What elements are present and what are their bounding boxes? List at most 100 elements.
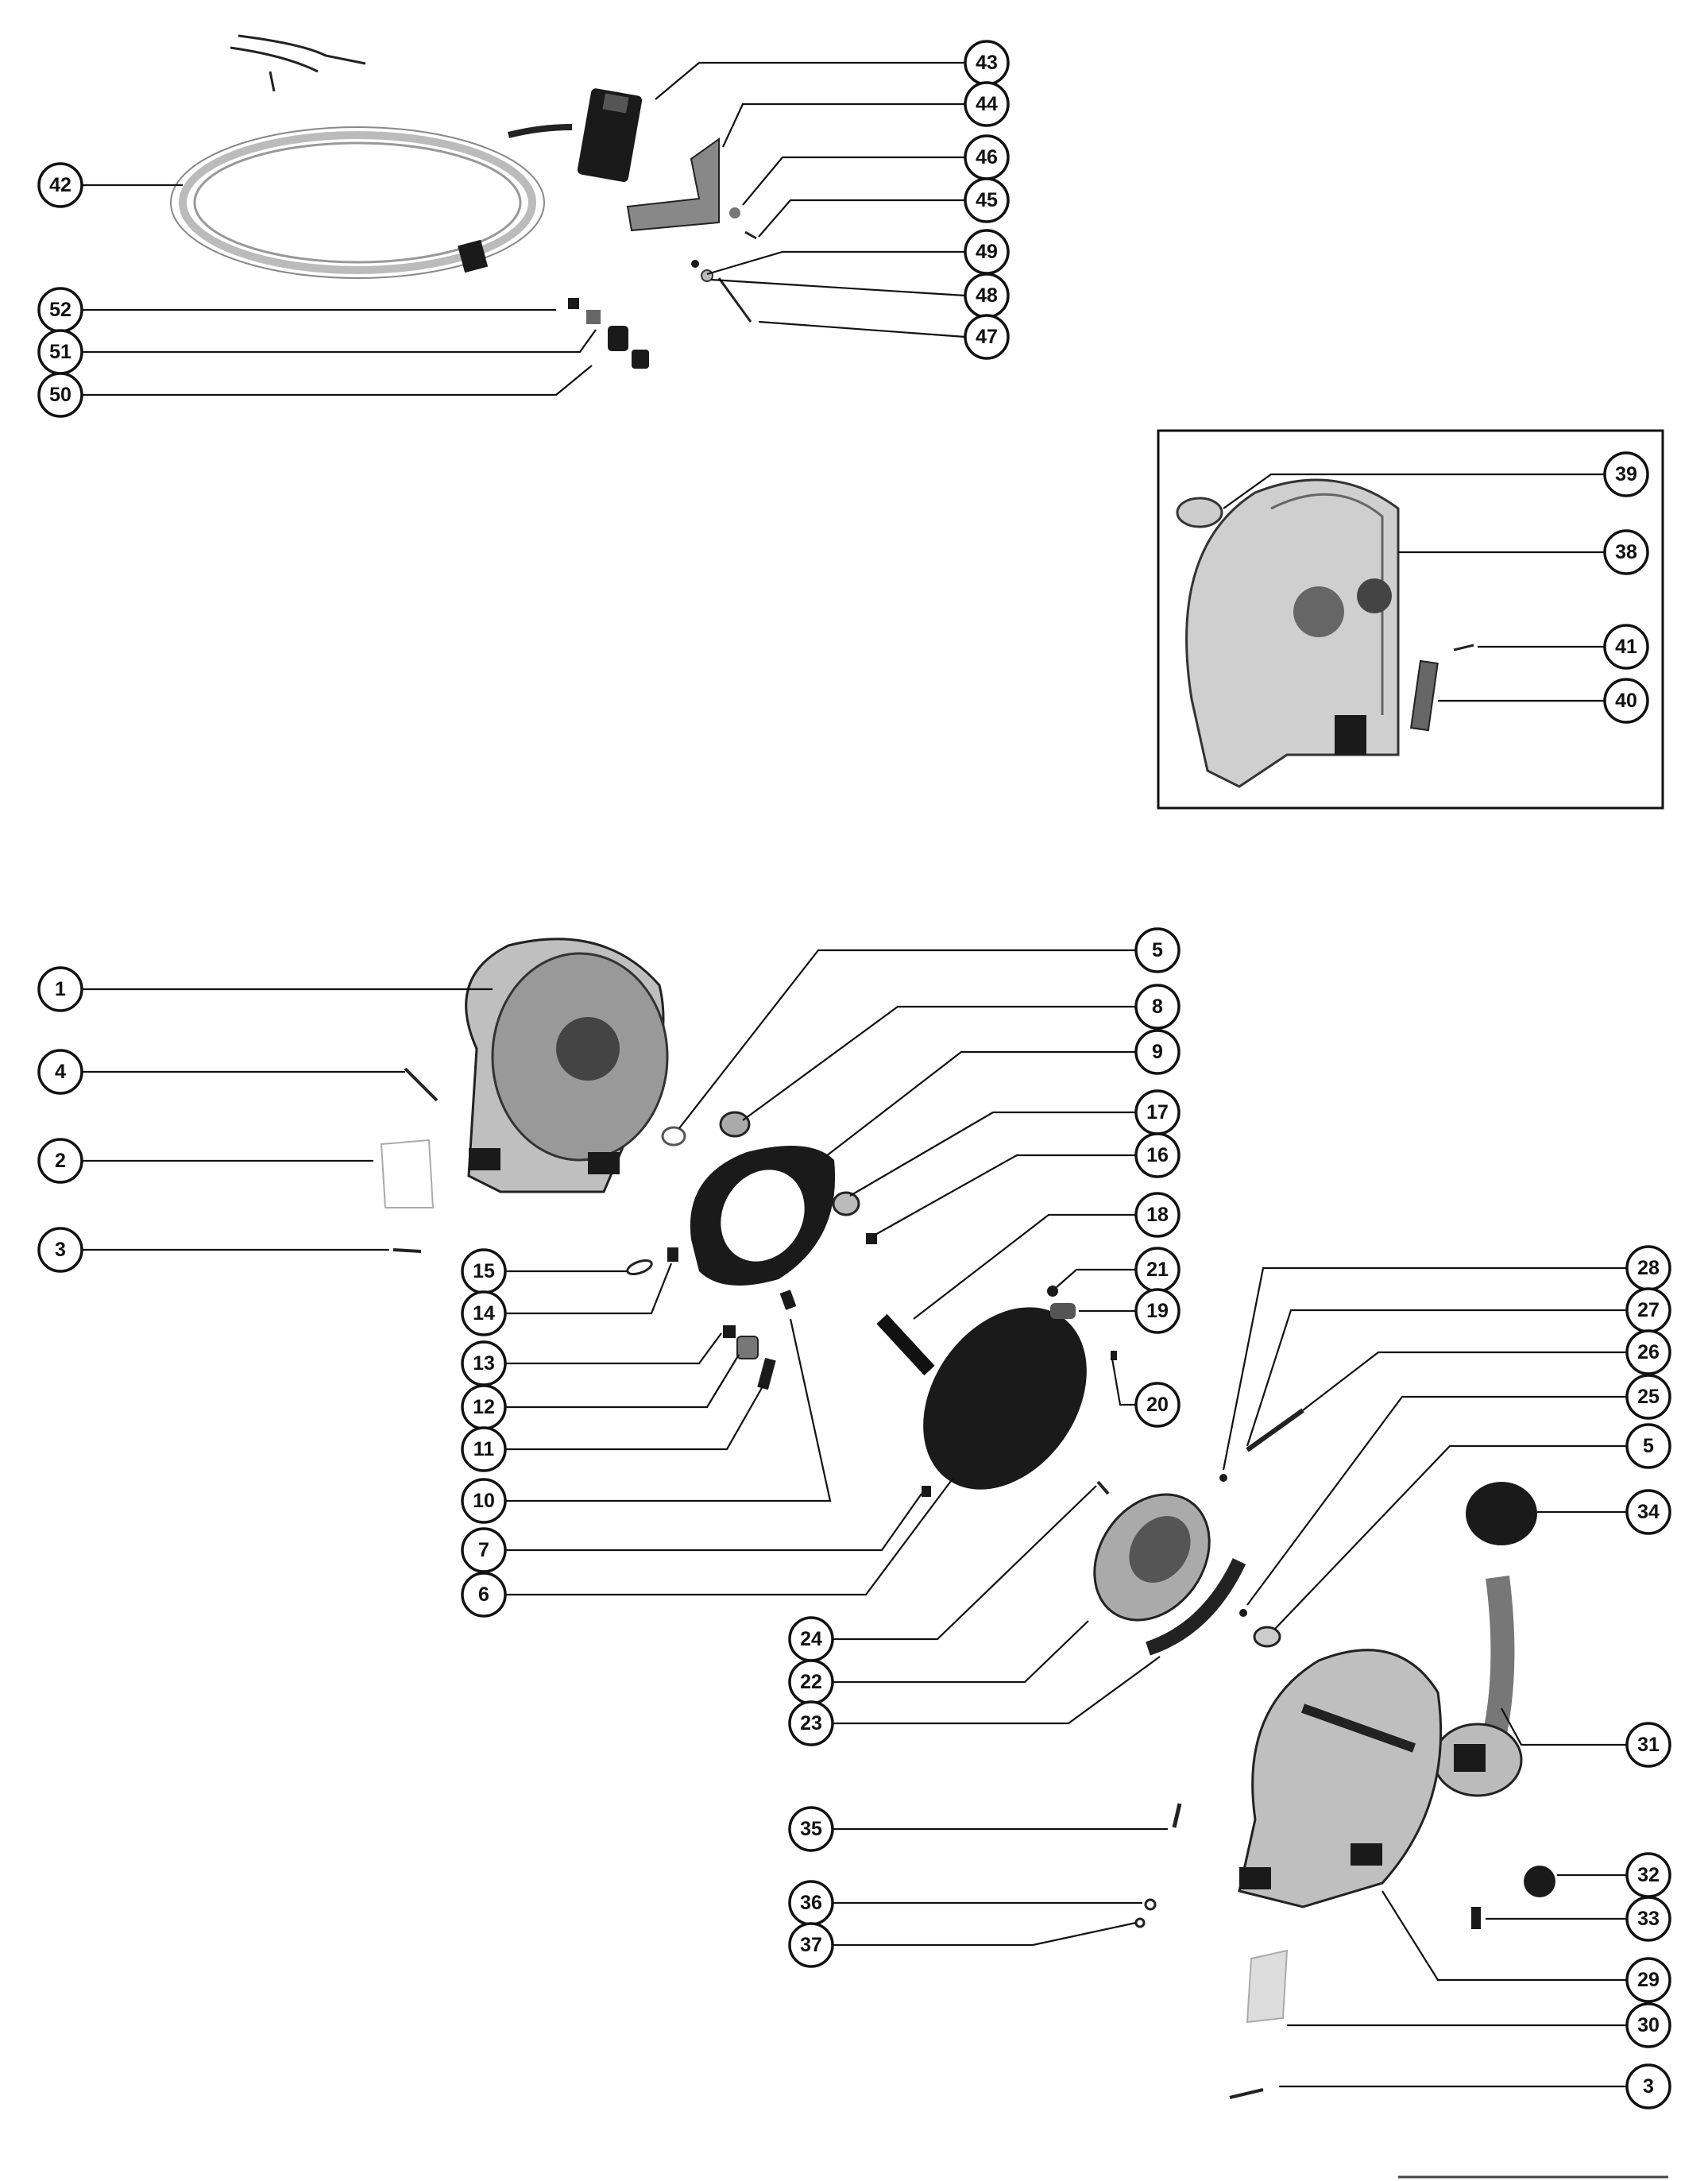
callout-29: 29 xyxy=(1625,1957,1671,2003)
callout-25: 25 xyxy=(1625,1374,1671,1420)
svg-text:31: 31 xyxy=(1637,1734,1660,1756)
svg-text:39: 39 xyxy=(1615,463,1637,485)
svg-text:21: 21 xyxy=(1146,1259,1169,1281)
svg-text:24: 24 xyxy=(800,1628,822,1650)
callout-1: 1 xyxy=(37,966,83,1012)
callout-8: 8 xyxy=(1134,984,1181,1030)
svg-text:28: 28 xyxy=(1637,1257,1660,1279)
svg-text:18: 18 xyxy=(1146,1204,1169,1226)
callout-4: 4 xyxy=(37,1049,83,1095)
callout-7: 7 xyxy=(461,1527,507,1573)
svg-text:40: 40 xyxy=(1615,690,1637,712)
callout-23: 23 xyxy=(788,1700,834,1746)
callout-13: 13 xyxy=(461,1340,507,1386)
callout-18: 18 xyxy=(1134,1192,1181,1238)
small-parts-19-21 xyxy=(1047,1286,1117,1360)
callout-3: 3 xyxy=(37,1227,83,1273)
callout-48: 48 xyxy=(964,273,1010,319)
callout-2: 2 xyxy=(37,1138,83,1184)
svg-text:9: 9 xyxy=(1152,1041,1163,1063)
svg-text:45: 45 xyxy=(976,189,998,211)
svg-text:52: 52 xyxy=(49,299,71,321)
callout-16: 16 xyxy=(1134,1132,1181,1178)
gear-assembly-22 xyxy=(1093,1480,1246,1656)
svg-text:19: 19 xyxy=(1146,1300,1169,1322)
callout-43: 43 xyxy=(964,40,1010,86)
svg-text:14: 14 xyxy=(473,1302,495,1324)
callout-37: 37 xyxy=(788,1922,834,1968)
small-parts-25-28 xyxy=(1219,1408,1304,1648)
svg-text:17: 17 xyxy=(1146,1101,1169,1123)
svg-text:34: 34 xyxy=(1637,1501,1660,1523)
svg-text:3: 3 xyxy=(1643,2075,1654,2098)
svg-text:22: 22 xyxy=(800,1671,822,1693)
svg-text:11: 11 xyxy=(473,1438,495,1460)
shaft-18 xyxy=(876,1313,935,1376)
callout-34: 34 xyxy=(1625,1489,1671,1535)
callout-22: 22 xyxy=(788,1659,834,1705)
callout-39: 39 xyxy=(1603,451,1649,497)
callout-10: 10 xyxy=(461,1478,507,1524)
switch-box xyxy=(577,88,643,182)
inset-frame xyxy=(1157,429,1664,810)
callout-17: 17 xyxy=(1134,1089,1181,1135)
callout-9: 9 xyxy=(1134,1029,1181,1075)
knob-34 xyxy=(1466,1482,1537,1545)
callout-30: 30 xyxy=(1625,2002,1671,2048)
plate-9 xyxy=(690,1146,836,1286)
callout-27: 27 xyxy=(1625,1287,1671,1333)
callout-33: 33 xyxy=(1625,1896,1671,1942)
svg-text:46: 46 xyxy=(976,146,998,168)
callout-49: 49 xyxy=(964,229,1010,275)
callout-35: 35 xyxy=(788,1806,834,1852)
small-parts-14-15 xyxy=(626,1247,678,1276)
callout-40: 40 xyxy=(1603,678,1649,724)
callout-32: 32 xyxy=(1625,1852,1671,1898)
callout-19: 19 xyxy=(1134,1288,1181,1334)
svg-text:50: 50 xyxy=(49,384,71,406)
svg-text:6: 6 xyxy=(478,1584,489,1606)
svg-text:33: 33 xyxy=(1637,1908,1660,1930)
svg-text:48: 48 xyxy=(976,284,998,307)
callout-15: 15 xyxy=(461,1248,507,1294)
svg-text:51: 51 xyxy=(49,341,71,363)
callout-5: 5 xyxy=(1134,927,1181,973)
small-parts-5-8 xyxy=(661,1111,751,1147)
housing-29 xyxy=(1238,1649,1443,1908)
callout-28: 28 xyxy=(1625,1245,1671,1291)
svg-text:25: 25 xyxy=(1637,1386,1660,1408)
svg-text:2: 2 xyxy=(55,1150,66,1172)
svg-text:36: 36 xyxy=(800,1892,822,1914)
callout-38: 38 xyxy=(1603,529,1649,575)
svg-text:5: 5 xyxy=(1643,1435,1654,1457)
wiring-harness-coil xyxy=(170,34,573,279)
pin-3-bottom xyxy=(1229,2088,1264,2099)
callout-24: 24 xyxy=(788,1616,834,1662)
callout-26: 26 xyxy=(1625,1329,1671,1375)
svg-text:10: 10 xyxy=(473,1490,495,1512)
svg-text:7: 7 xyxy=(478,1539,489,1561)
svg-text:16: 16 xyxy=(1146,1144,1169,1166)
svg-text:43: 43 xyxy=(976,52,998,74)
callout-42: 42 xyxy=(37,162,83,208)
svg-text:8: 8 xyxy=(1152,996,1163,1018)
svg-text:44: 44 xyxy=(976,93,998,115)
svg-text:37: 37 xyxy=(800,1934,822,1956)
svg-text:5: 5 xyxy=(1152,939,1163,961)
callout-6: 6 xyxy=(461,1572,507,1618)
callout-5-lower: 5 xyxy=(1625,1423,1671,1469)
callout-45: 45 xyxy=(964,177,1010,223)
svg-text:32: 32 xyxy=(1637,1864,1660,1886)
svg-text:29: 29 xyxy=(1637,1969,1660,1991)
svg-text:42: 42 xyxy=(49,174,71,196)
svg-text:13: 13 xyxy=(473,1352,495,1375)
callout-46: 46 xyxy=(964,134,1010,180)
inset-housing xyxy=(1176,478,1474,788)
callout-3-lower: 3 xyxy=(1625,2063,1671,2109)
svg-text:15: 15 xyxy=(473,1260,495,1282)
gasket-30 xyxy=(1246,1949,1289,2024)
mounting-bracket xyxy=(626,137,720,232)
callout-52: 52 xyxy=(37,287,83,333)
